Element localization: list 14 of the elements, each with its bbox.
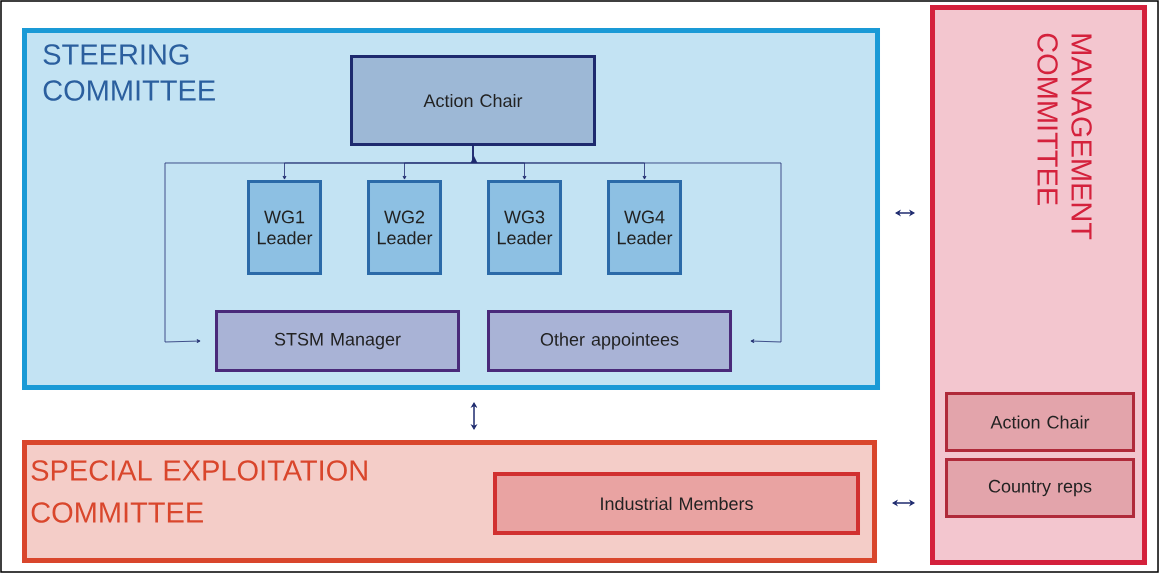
leader-box: WG2 Leader	[367, 180, 442, 275]
leader-box: WG3 Leader	[487, 180, 562, 275]
arrow	[470, 402, 478, 430]
appointee-box: Other appointees	[487, 310, 732, 372]
leader-box: WG1 Leader	[247, 180, 322, 275]
arrow	[892, 499, 915, 507]
member-box: Country reps	[945, 458, 1135, 518]
arrow	[895, 209, 915, 217]
member-box: Industrial Members	[493, 472, 860, 535]
member-box: Action Chair	[945, 392, 1135, 452]
appointee-box: STSM Manager	[215, 310, 460, 372]
arrow	[472, 145, 782, 344]
chair-box: Action Chair	[350, 55, 596, 146]
leader-box: WG4 Leader	[607, 180, 682, 275]
